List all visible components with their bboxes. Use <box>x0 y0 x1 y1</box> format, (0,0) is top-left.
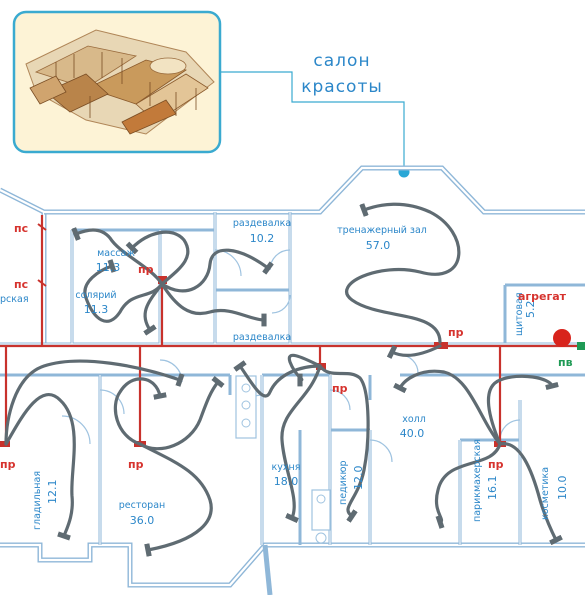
room-kitchen-area: 18.0 <box>274 475 299 488</box>
room-solarium-name: солярий <box>75 290 116 301</box>
tag-pr-kitchen: пр <box>332 382 348 395</box>
room-hall-name: холл <box>402 414 426 425</box>
tag-pr-massage: пр <box>138 263 154 276</box>
equipment-tags: пс пс пр пр пр пр пр пр агрегат пв <box>0 222 573 471</box>
room-partial-left-name: рская <box>0 294 29 305</box>
tag-ps-top: пс <box>14 222 28 235</box>
aggregate-red-dot <box>553 329 571 347</box>
callout-leader-line <box>220 71 405 170</box>
callout-line-1: салон <box>313 51 370 71</box>
room-massage-name: массаж <box>97 248 135 259</box>
callout-line-2: красоты <box>301 77 383 97</box>
outlet-green-square <box>577 342 585 350</box>
room-hairdresser-name: парикмахерская <box>472 439 483 522</box>
sink-icon <box>311 489 331 544</box>
room-shield-name: щитовая <box>514 292 525 336</box>
room-changing-bottom-name: раздевалка <box>233 332 291 343</box>
tag-pr-gym: пр <box>448 326 464 339</box>
room-kitchen-name: кухня <box>272 462 301 473</box>
tag-ps-bottom: пс <box>14 278 28 291</box>
outer-walls <box>0 165 585 595</box>
room-changing-top-area: 10.2 <box>250 232 275 245</box>
room-restaurant-name: ресторан <box>119 500 166 511</box>
room-pedicure-area: 12.0 <box>352 466 365 491</box>
room-pedicure-name: педикюр <box>338 460 349 505</box>
room-laundry-area: 12.1 <box>46 480 59 505</box>
tag-pr-hairdresser: пр <box>488 458 504 471</box>
room-solarium-area: 11.3 <box>84 303 109 316</box>
tag-aggregate: агрегат <box>518 290 567 303</box>
airflow-paths <box>4 202 563 557</box>
tag-pv: пв <box>558 356 573 369</box>
room-hairdresser-area: 16.1 <box>486 476 499 501</box>
tag-pr-restaurant: пр <box>128 458 144 471</box>
tag-pr-left: пр <box>0 458 16 471</box>
room-gym-area: 57.0 <box>366 239 391 252</box>
room-changing-top-name: раздевалка <box>233 218 291 229</box>
room-shield-area: 5.2 <box>524 301 537 319</box>
room-cosmetic-name: косметика <box>540 467 551 520</box>
room-hall-area: 40.0 <box>400 427 425 440</box>
room-cosmetic-area: 10.0 <box>556 476 569 501</box>
room-labels: массаж 11.3 солярий 11.3 раздевалка 10.2… <box>0 218 569 530</box>
wall-ticks <box>37 223 47 287</box>
room-massage-area: 11.3 <box>96 261 121 274</box>
room-laundry-name: гладильная <box>32 471 43 530</box>
room-restaurant-area: 36.0 <box>130 514 155 527</box>
room-gym-name: тренажерный зал <box>337 225 427 236</box>
building-3d-thumbnail <box>12 10 222 154</box>
